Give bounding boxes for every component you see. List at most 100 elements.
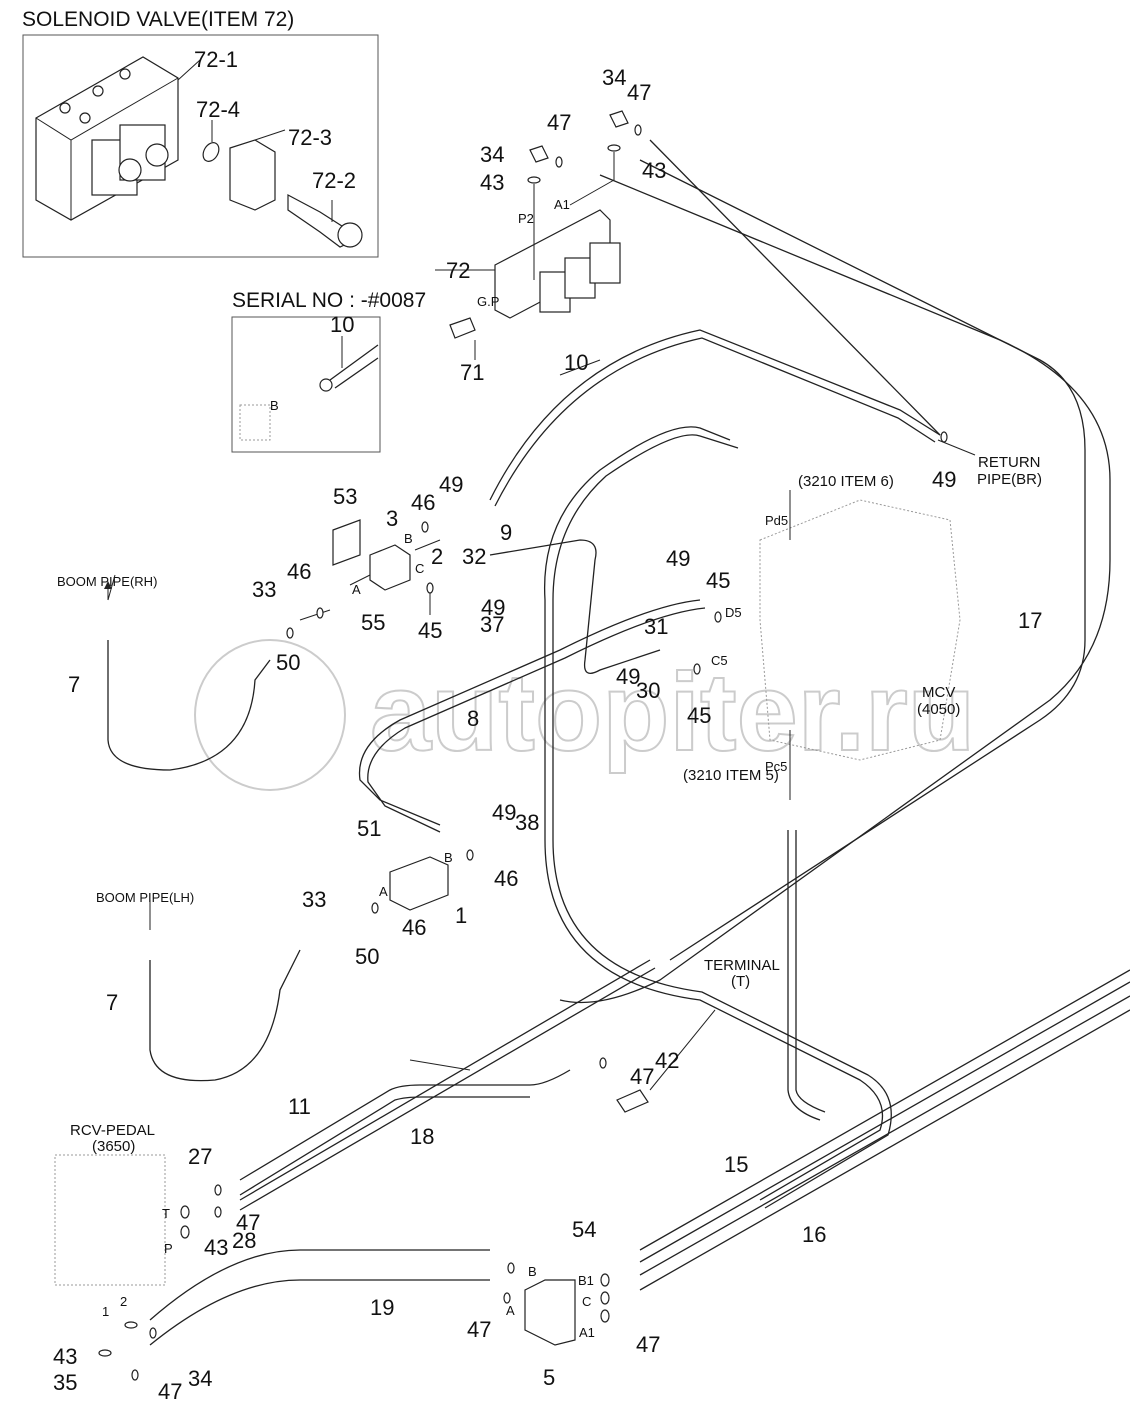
- boom-pipe-rh: BOOM PIPE(RH): [57, 574, 157, 589]
- callout-10: 10: [564, 350, 588, 375]
- port-labels: P2 A1 G.P B C A D5 C5 Pd5 Pc5 B A T P 1 …: [102, 197, 788, 1340]
- callout-34-c: 34: [188, 1366, 212, 1391]
- callout-34-b: 34: [480, 142, 504, 167]
- terminal-line2: (T): [731, 973, 750, 990]
- port-a1-block5: A1: [579, 1325, 595, 1340]
- note-3210-item6: (3210 ITEM 6): [798, 473, 894, 490]
- callout-35: 35: [53, 1370, 77, 1395]
- mcv-line2: (4050): [917, 701, 960, 718]
- return-pipe-line1: RETURN: [978, 454, 1041, 471]
- solenoid-valve-72: [449, 209, 621, 339]
- callout-47-e: 47: [467, 1317, 491, 1342]
- callout-27: 27: [188, 1144, 212, 1169]
- port-d5: D5: [725, 605, 742, 620]
- inset-serial-title: SERIAL NO : -#0087: [232, 289, 426, 312]
- callout-49-d: 49: [616, 664, 640, 689]
- callout-2: 2: [431, 544, 443, 569]
- callout-49-e: 49: [932, 467, 956, 492]
- callout-9: 9: [500, 520, 512, 545]
- callout-49-f: 49: [492, 800, 516, 825]
- callout-47-d: 47: [236, 1210, 260, 1235]
- callout-72-4: 72-4: [196, 97, 240, 122]
- inset-solenoid-title: SOLENOID VALVE(ITEM 72): [22, 8, 294, 31]
- rcv-pedal-line2: (3650): [92, 1138, 135, 1155]
- port-gp: G.P: [477, 294, 499, 309]
- terminal-line1: TERMINAL: [704, 957, 780, 974]
- callout-71: 71: [460, 360, 484, 385]
- callout-49-b: 49: [481, 595, 505, 620]
- callouts: 34 47 34 47 43 43 72 71 10 53 3 46 49 2 …: [53, 65, 1042, 1404]
- callout-47-c: 47: [630, 1064, 654, 1089]
- callout-10-inset: 10: [330, 312, 354, 337]
- callout-38: 38: [515, 810, 539, 835]
- callout-8: 8: [467, 706, 479, 731]
- port-c-block5: C: [582, 1294, 591, 1309]
- callout-28: 28: [232, 1228, 256, 1253]
- callout-43-d: 43: [53, 1344, 77, 1369]
- fittings-top: [527, 110, 642, 280]
- watermark-text: autopiter.ru: [370, 651, 975, 774]
- mcv-line1: MCV: [922, 684, 955, 701]
- return-pipe-line2: PIPE(BR): [977, 471, 1042, 488]
- callout-50-b: 50: [355, 944, 379, 969]
- rcv-pedal-ghost: [54, 1154, 166, 1286]
- callout-72-1: 72-1: [194, 47, 238, 72]
- callout-51: 51: [357, 816, 381, 841]
- callout-54: 54: [572, 1217, 596, 1242]
- callout-19: 19: [370, 1295, 394, 1320]
- pipes: [107, 139, 1130, 1346]
- port-p2: P2: [518, 211, 534, 226]
- port-b1-block5: B1: [578, 1273, 594, 1288]
- port-b-block1: B: [444, 850, 453, 865]
- callout-55: 55: [361, 610, 385, 635]
- callout-46-d: 46: [402, 915, 426, 940]
- port-pd5: Pd5: [765, 513, 788, 528]
- callout-37: 37: [480, 612, 504, 637]
- blocks: [332, 519, 649, 1346]
- callout-34-a: 34: [602, 65, 626, 90]
- callout-49-c: 49: [666, 546, 690, 571]
- callout-43-b: 43: [642, 158, 666, 183]
- port-p-rcv: P: [164, 1241, 173, 1256]
- callout-32: 32: [462, 544, 486, 569]
- callout-33-a: 33: [252, 577, 276, 602]
- callout-15: 15: [724, 1152, 748, 1177]
- port-label-b-inset: B: [270, 398, 279, 413]
- callout-3: 3: [386, 506, 398, 531]
- callout-31: 31: [644, 614, 668, 639]
- callout-47-a: 47: [627, 80, 651, 105]
- callout-1: 1: [455, 903, 467, 928]
- port-a1: A1: [554, 197, 570, 212]
- port-c5: C5: [711, 653, 728, 668]
- mcv-ghost: [759, 490, 961, 800]
- callout-50-a: 50: [276, 650, 300, 675]
- port-c: C: [415, 561, 424, 576]
- callout-72-3: 72-3: [288, 125, 332, 150]
- rcv-pedal-line1: RCV-PEDAL: [70, 1122, 155, 1139]
- callout-17: 17: [1018, 608, 1042, 633]
- callout-46-b: 46: [287, 559, 311, 584]
- callout-45-c: 45: [687, 703, 711, 728]
- port-t-rcv: T: [162, 1206, 170, 1221]
- port-b-block5: B: [528, 1264, 537, 1279]
- callout-30: 30: [636, 678, 660, 703]
- callout-7-b: 7: [106, 990, 118, 1015]
- callout-16: 16: [802, 1222, 826, 1247]
- callout-45-a: 45: [418, 618, 442, 643]
- callout-47-f: 47: [636, 1332, 660, 1357]
- port-b: B: [404, 531, 413, 546]
- callout-53: 53: [333, 484, 357, 509]
- notes: RETURN PIPE(BR) (3210 ITEM 6) (3210 ITEM…: [57, 439, 1042, 1155]
- callout-43-a: 43: [480, 170, 504, 195]
- callout-5: 5: [543, 1365, 555, 1390]
- callout-46-a: 46: [411, 490, 435, 515]
- watermark: autopiter.ru: [194, 639, 976, 791]
- callout-42: 42: [655, 1048, 679, 1073]
- port-a: A: [352, 582, 361, 597]
- callout-18: 18: [410, 1124, 434, 1149]
- callout-7-a: 7: [68, 672, 80, 697]
- callout-47-g: 47: [158, 1379, 182, 1404]
- port-pc5: Pc5: [765, 759, 787, 774]
